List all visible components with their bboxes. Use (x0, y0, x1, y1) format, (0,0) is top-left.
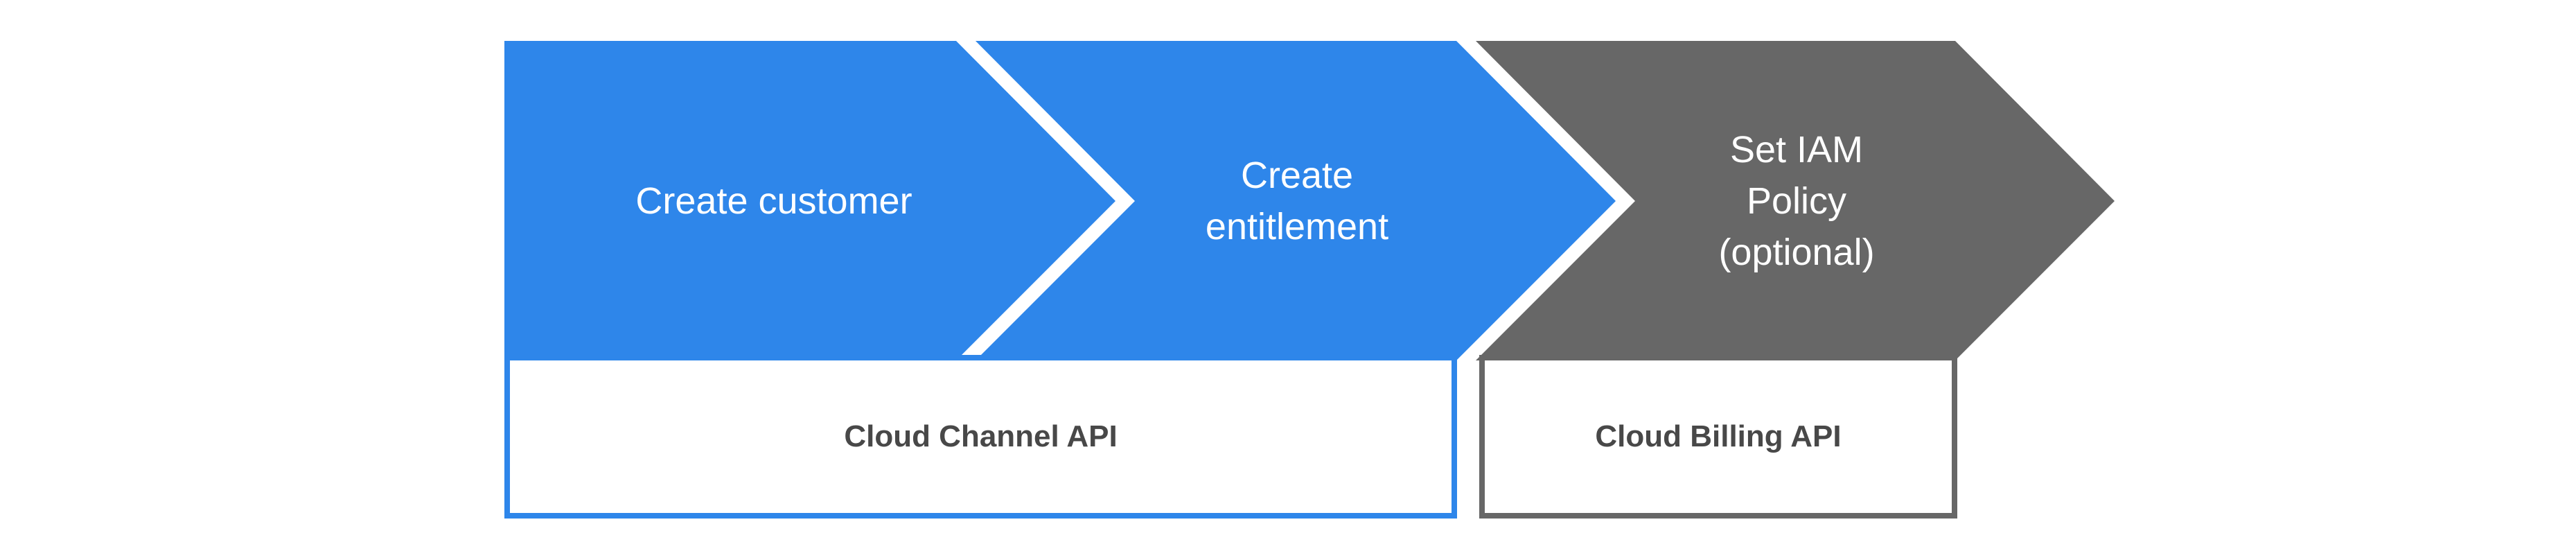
cloud-channel-api-box: Cloud Channel API (504, 355, 1457, 518)
step-line: Create (1240, 154, 1354, 196)
step-label-create-customer: Create customer (504, 41, 1043, 360)
cloud-billing-api-label: Cloud Billing API (1595, 419, 1842, 453)
chevron-create-customer-icon (504, 41, 1115, 360)
step-line: Set IAM (1729, 128, 1864, 171)
cloud-billing-api-box: Cloud Billing API (1479, 355, 1957, 518)
step-label-create-entitlement: Create entitlement (1027, 41, 1567, 360)
step-line: (optional) (1718, 231, 1875, 273)
step-line: entitlement (1205, 205, 1389, 247)
step-line: Create customer (635, 180, 912, 222)
chevron-set-iam-policy-icon (1476, 41, 2115, 360)
step-line: Policy (1746, 180, 1847, 222)
chevron-create-entitlement-icon (976, 41, 1616, 360)
cloud-channel-api-label: Cloud Channel API (844, 419, 1118, 453)
step-label-set-iam-policy: Set IAM Policy (optional) (1527, 41, 2066, 360)
